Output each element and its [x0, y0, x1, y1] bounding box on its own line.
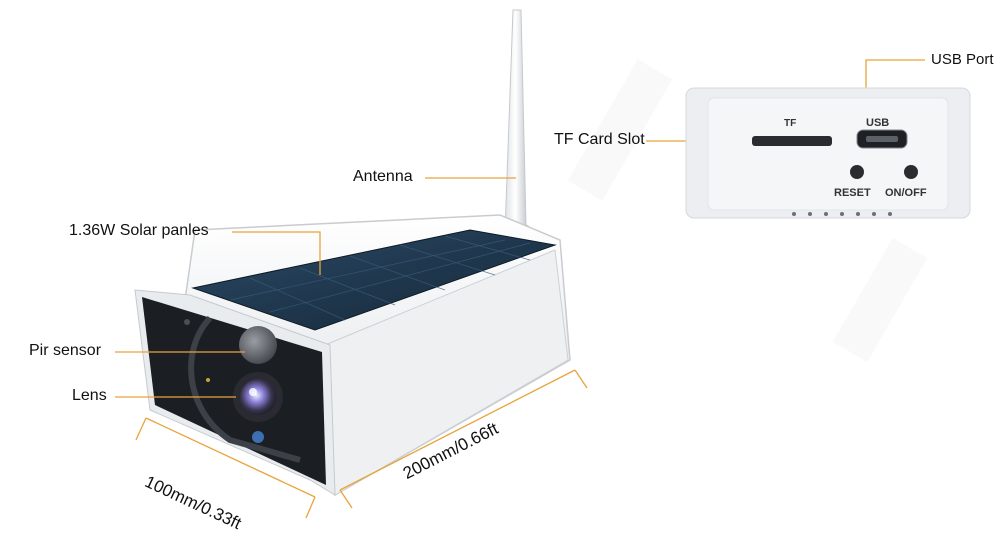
antenna-label: Antenna	[353, 168, 413, 185]
watermark	[567, 59, 928, 362]
camera-body	[134, 214, 571, 496]
panel-usb-text: USB	[866, 117, 889, 129]
reset-button	[850, 165, 864, 179]
panel-tf-text: TF	[784, 118, 796, 129]
tf-card-slot-label: TF Card Slot	[554, 131, 645, 148]
antenna	[504, 9, 530, 238]
usb-port-label: USB Port	[931, 51, 994, 68]
panel-reset-text: RESET	[834, 187, 871, 199]
lens-label: Lens	[72, 387, 107, 404]
port-panel: TF USB RESET ON/OFF	[685, 87, 971, 219]
tf-card-slot	[752, 136, 832, 146]
pir-sensor-label: Pir sensor	[29, 342, 102, 359]
panel-onoff-text: ON/OFF	[885, 187, 927, 199]
pir-sensor	[239, 326, 277, 364]
dimension-lines	[135, 369, 588, 519]
solar-panel	[191, 229, 557, 331]
solar-panel-label: 1.36W Solar panles	[69, 222, 209, 239]
onoff-button	[904, 165, 918, 179]
